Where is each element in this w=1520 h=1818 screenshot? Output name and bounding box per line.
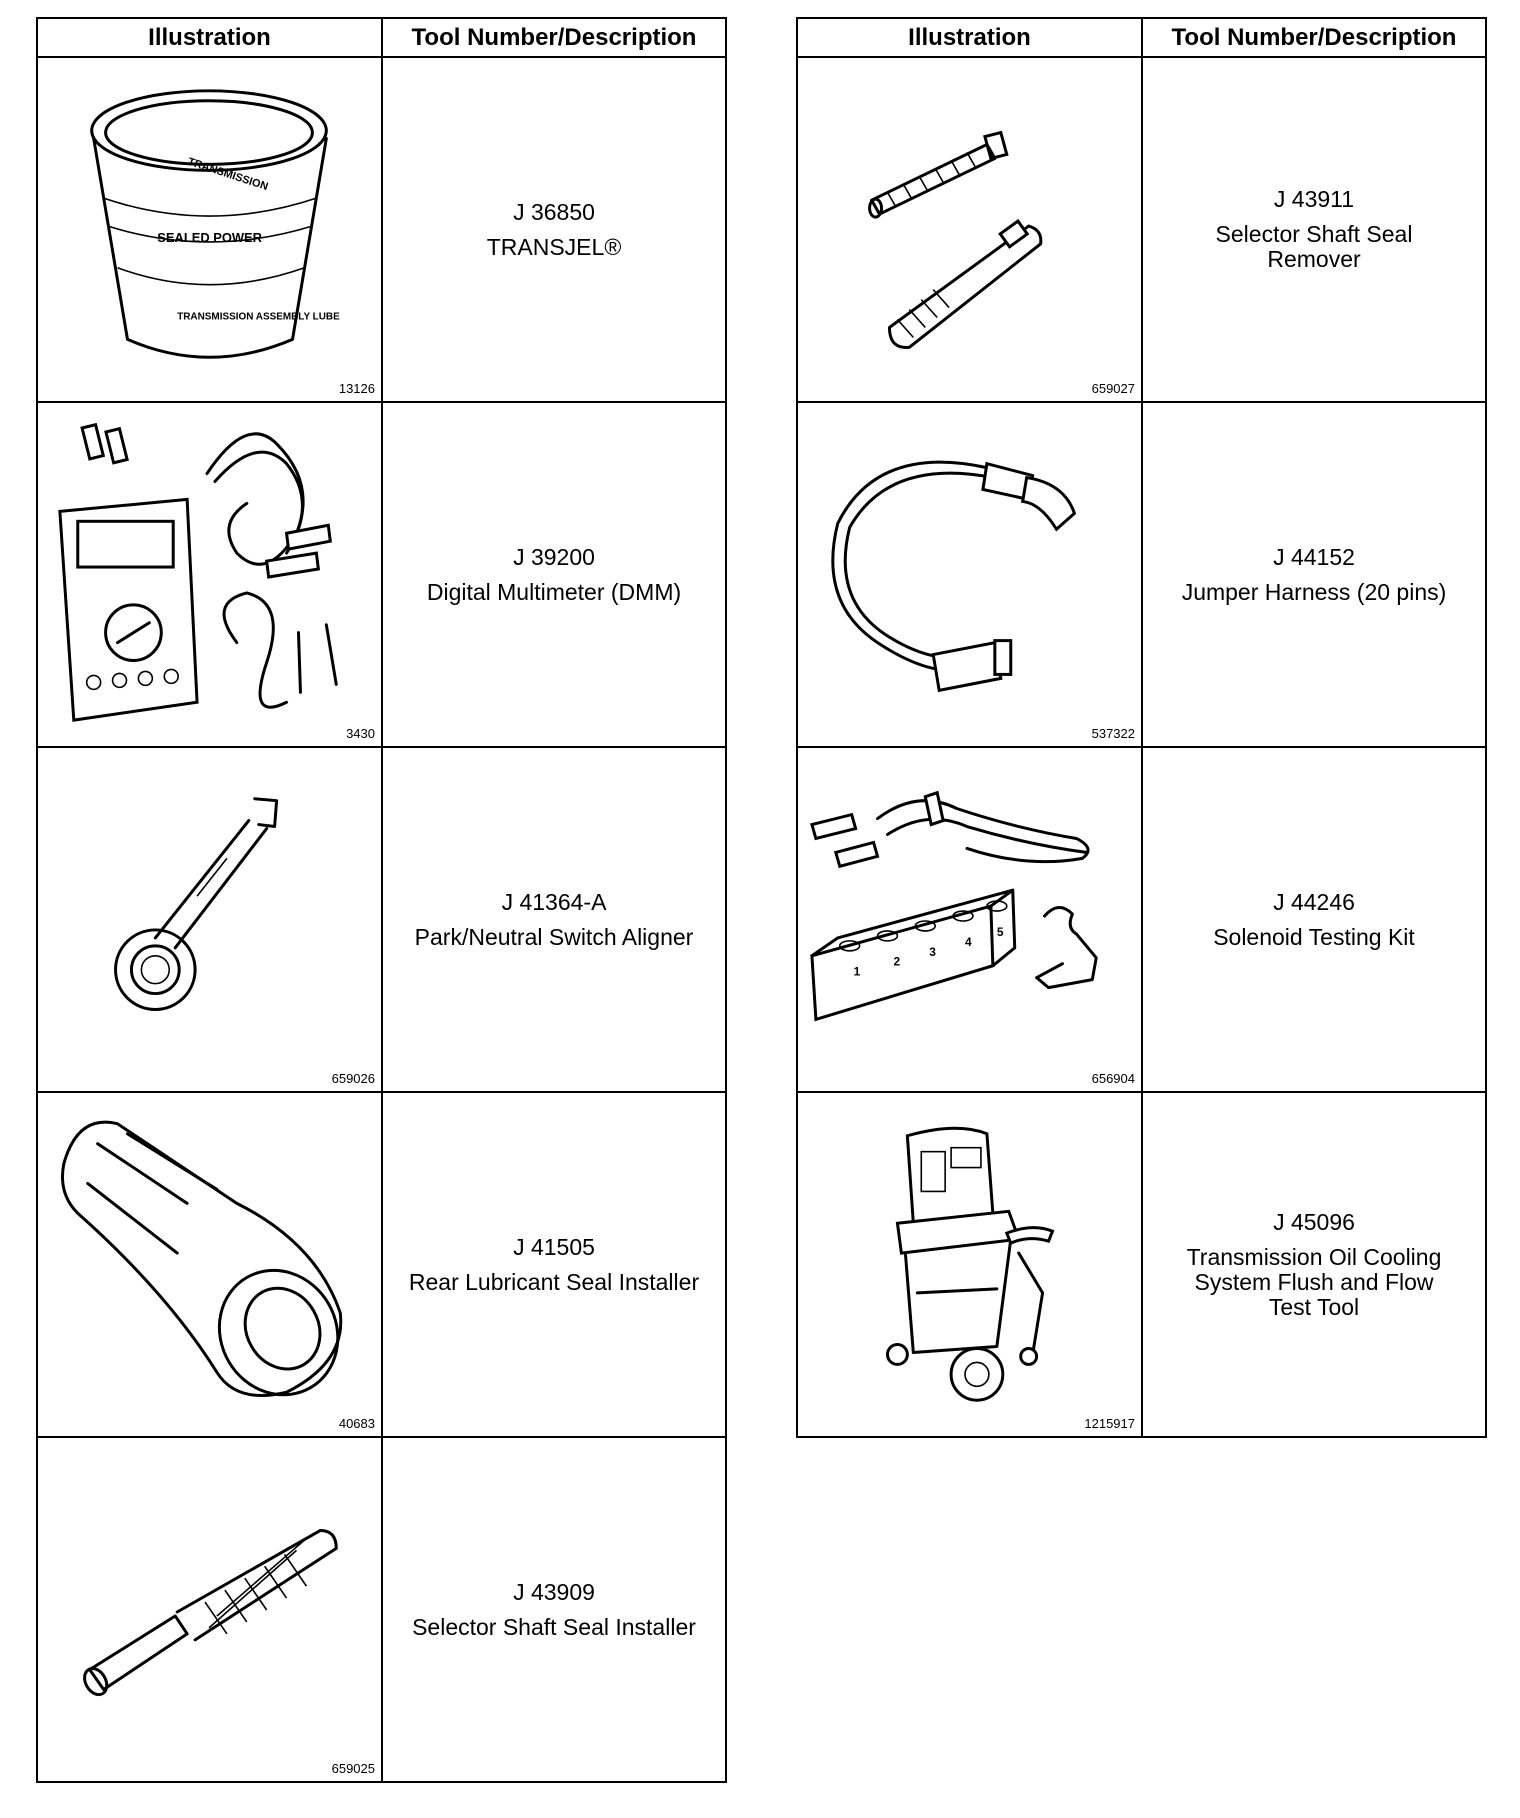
svg-text:4: 4 <box>965 935 972 949</box>
tool-name-line-2: Remover <box>1267 246 1361 272</box>
tool-name: Selector Shaft Seal Installer <box>412 1613 696 1640</box>
illustration-cell: TRANSMISSION SEALED POWER TRANSMISSION A… <box>36 56 383 403</box>
svg-text:5: 5 <box>997 925 1004 939</box>
tool-description: J 36850 TRANSJEL® <box>381 56 727 403</box>
table-row: 1215917 J 45096 Transmission Oil Cooling… <box>796 1091 1487 1438</box>
figure-number: 3430 <box>346 726 375 741</box>
tool-description: J 45096 Transmission Oil Cooling System … <box>1141 1091 1487 1438</box>
svg-text:1: 1 <box>854 965 861 979</box>
jumper-harness-icon <box>831 460 1077 693</box>
tools-table-right: Illustration Tool Number/Description 659… <box>796 17 1487 1438</box>
switch-aligner-icon <box>114 797 279 1011</box>
svg-text:3: 3 <box>929 945 936 959</box>
seal-remover-icon <box>868 130 1043 349</box>
figure-number: 659025 <box>331 1761 375 1776</box>
tool-description: J 44152 Jumper Harness (20 pins) <box>1141 401 1487 748</box>
tool-name: Rear Lubricant Seal Installer <box>408 1268 700 1295</box>
table-row: 3430 J 39200 Digital Multimeter (DMM) <box>36 401 727 748</box>
figure-number: 1215917 <box>1084 1416 1135 1431</box>
tool-name-line-3: Test Tool <box>1268 1293 1360 1320</box>
tool-description: J 44246 Solenoid Testing Kit <box>1141 746 1487 1093</box>
figure-number: 537322 <box>1091 726 1135 741</box>
table-row: 659026 J 41364-A Park/Neutral Switch Ali… <box>36 746 727 1093</box>
table-row: 659027 J 43911 Selector Shaft Seal Remov… <box>796 56 1487 403</box>
tool-name: TRANSJEL® <box>486 233 622 260</box>
tool-name: Solenoid Testing Kit <box>1213 923 1415 950</box>
tool-number: J 39200 <box>513 543 595 570</box>
tool-name: Digital Multimeter (DMM) <box>426 578 682 605</box>
illustration-cell: 1 2 3 4 5 656904 <box>796 746 1143 1093</box>
table-header-row: Illustration Tool Number/Description <box>36 17 727 58</box>
illustration-cell: 1215917 <box>796 1091 1143 1438</box>
header-tool: Tool Number/Description <box>381 17 727 58</box>
tool-name-line-2: System Flush and Flow <box>1194 1268 1434 1295</box>
tool-number: J 43911 <box>1273 186 1355 212</box>
svg-text:2: 2 <box>893 955 900 969</box>
tool-name-line-1: Transmission Oil Cooling <box>1186 1243 1442 1270</box>
illustration-cell: 537322 <box>796 401 1143 748</box>
flush-machine-icon <box>885 1126 1055 1402</box>
svg-text:SEALED POWER: SEALED POWER <box>157 230 262 245</box>
header-illustration: Illustration <box>796 17 1143 58</box>
figure-number: 13126 <box>338 381 375 396</box>
figure-number: 659027 <box>1091 381 1135 396</box>
tool-description: J 39200 Digital Multimeter (DMM) <box>381 401 727 748</box>
figure-number: 40683 <box>338 1416 375 1431</box>
illustration-cell: 659027 <box>796 56 1143 403</box>
solenoid-kit-icon: 1 2 3 4 5 <box>810 790 1098 1022</box>
tool-name: Jumper Harness (20 pins) <box>1181 578 1447 605</box>
tool-name: Park/Neutral Switch Aligner <box>414 923 694 950</box>
tool-number: J 41364-A <box>501 888 607 915</box>
tools-table-left: Illustration Tool Number/Description TRA… <box>36 17 727 1783</box>
tool-description: J 41505 Rear Lubricant Seal Installer <box>381 1091 727 1438</box>
table-row: TRANSMISSION SEALED POWER TRANSMISSION A… <box>36 56 727 403</box>
header-illustration: Illustration <box>36 17 383 58</box>
table-row: 537322 J 44152 Jumper Harness (20 pins) <box>796 401 1487 748</box>
illustration-cell: 659026 <box>36 746 383 1093</box>
table-row: 1 2 3 4 5 656904 J 44246 Solenoid Testin… <box>796 746 1487 1093</box>
tool-number: J 36850 <box>513 198 595 225</box>
tool-name-line-1: Selector Shaft Seal <box>1215 221 1413 247</box>
table-header-row: Illustration Tool Number/Description <box>796 17 1487 58</box>
tool-number: J 45096 <box>1273 1208 1355 1235</box>
shaft-seal-installer-icon <box>83 1528 338 1697</box>
illustration-cell: 659025 <box>36 1436 383 1783</box>
table-row: 659025 J 43909 Selector Shaft Seal Insta… <box>36 1436 727 1783</box>
tool-description: J 43911 Selector Shaft Seal Remover <box>1141 56 1487 403</box>
seal-installer-icon <box>60 1120 343 1397</box>
tool-number: J 43909 <box>513 1578 595 1605</box>
illustration-cell: 3430 <box>36 401 383 748</box>
figure-number: 656904 <box>1091 1071 1135 1086</box>
tool-number: J 44152 <box>1273 543 1355 570</box>
tool-description: J 41364-A Park/Neutral Switch Aligner <box>381 746 727 1093</box>
header-tool: Tool Number/Description <box>1141 17 1487 58</box>
figure-number: 659026 <box>331 1071 375 1086</box>
multimeter-icon <box>58 422 338 722</box>
svg-text:TRANSMISSION ASSEMBLY LUBE: TRANSMISSION ASSEMBLY LUBE <box>177 311 340 322</box>
tool-number: J 41505 <box>513 1233 595 1260</box>
tool-description: J 43909 Selector Shaft Seal Installer <box>381 1436 727 1783</box>
illustration-cell: 40683 <box>36 1091 383 1438</box>
table-row: 40683 J 41505 Rear Lubricant Seal Instal… <box>36 1091 727 1438</box>
grease-tub-icon: TRANSMISSION SEALED POWER TRANSMISSION A… <box>90 89 340 359</box>
tool-number: J 44246 <box>1273 888 1355 915</box>
